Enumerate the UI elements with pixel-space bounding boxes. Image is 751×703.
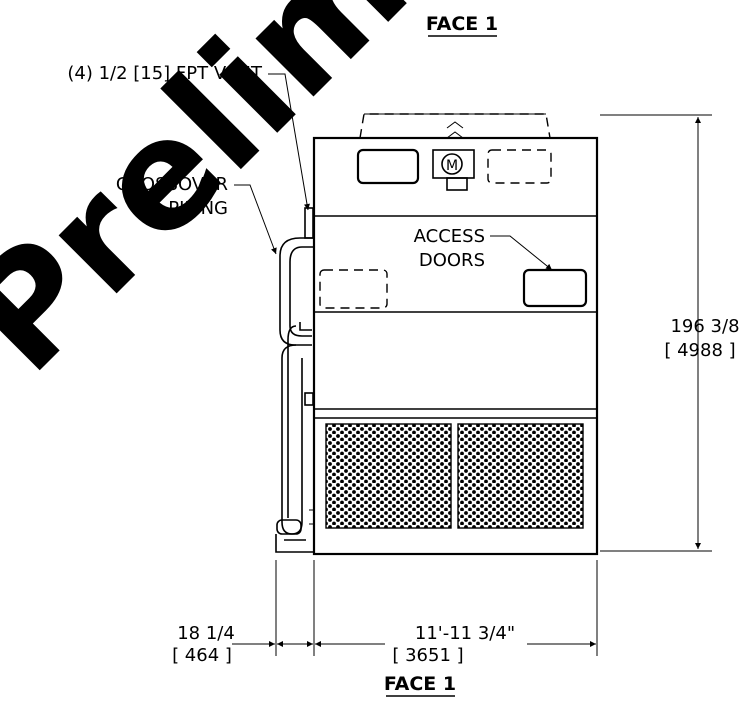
fan-guard bbox=[359, 113, 551, 139]
crossover-piping bbox=[275, 207, 314, 553]
access-leader bbox=[490, 235, 553, 271]
pipe-riser-outer bbox=[281, 344, 303, 535]
height-dimension: 196 3/8 [ 4988 ] bbox=[600, 114, 740, 552]
pipe-outer-upper bbox=[279, 237, 314, 346]
pipe-inner-upper bbox=[289, 246, 314, 337]
watermark: Preliminary bbox=[0, 0, 746, 405]
motor-letter: M bbox=[446, 158, 458, 174]
vent-label: (4) 1/2 [15] FPT VENT bbox=[67, 63, 263, 84]
pipe-bottom-bend bbox=[276, 519, 302, 535]
crossover-label-line2: PIPING bbox=[168, 198, 228, 219]
unit-cabinet bbox=[312, 136, 599, 556]
fan-shaft-mark bbox=[446, 121, 464, 139]
watermark-text: Preliminary bbox=[0, 0, 746, 405]
louver-left bbox=[325, 423, 452, 529]
height-metric: [ 4988 ] bbox=[664, 340, 735, 361]
height-imperial: 196 3/8 bbox=[670, 316, 739, 337]
width-imperial: 11'-11 3/4" bbox=[415, 623, 515, 644]
crossover-label-line1: CROSSOVER bbox=[116, 174, 228, 195]
pipe-support bbox=[304, 392, 314, 406]
access-door-far-side bbox=[319, 269, 388, 309]
width-dimensions: 18 1/4 [ 464 ] 11'-11 3/4" [ 3651 ] bbox=[172, 560, 598, 666]
motor-base bbox=[446, 177, 468, 191]
bottom-face-title: FACE 1 bbox=[384, 673, 456, 695]
vent-leader bbox=[268, 73, 310, 211]
access-label-line2: DOORS bbox=[419, 250, 485, 271]
top-face-title: FACE 1 bbox=[426, 13, 498, 35]
piping-imperial: 18 1/4 bbox=[177, 623, 235, 644]
cabinet-outline bbox=[312, 136, 599, 556]
crossover-leader bbox=[234, 184, 277, 255]
upper-access-door bbox=[356, 148, 420, 185]
piping-metric: [ 464 ] bbox=[172, 645, 232, 666]
pipe-elbow bbox=[299, 322, 312, 331]
fan-guard-outline bbox=[359, 113, 551, 139]
upper-access-door-far-side bbox=[487, 149, 552, 184]
access-label-line1: ACCESS bbox=[414, 226, 485, 247]
air-inlet-louvers bbox=[325, 423, 584, 529]
louver-right bbox=[457, 423, 584, 529]
vent-stub bbox=[304, 207, 314, 239]
pipe-base bbox=[275, 534, 314, 553]
width-metric: [ 3651 ] bbox=[392, 645, 463, 666]
motor-assembly: M bbox=[432, 149, 475, 191]
access-door bbox=[522, 268, 588, 308]
pipe-riser-inner bbox=[287, 325, 297, 518]
motor-symbol bbox=[441, 153, 463, 175]
